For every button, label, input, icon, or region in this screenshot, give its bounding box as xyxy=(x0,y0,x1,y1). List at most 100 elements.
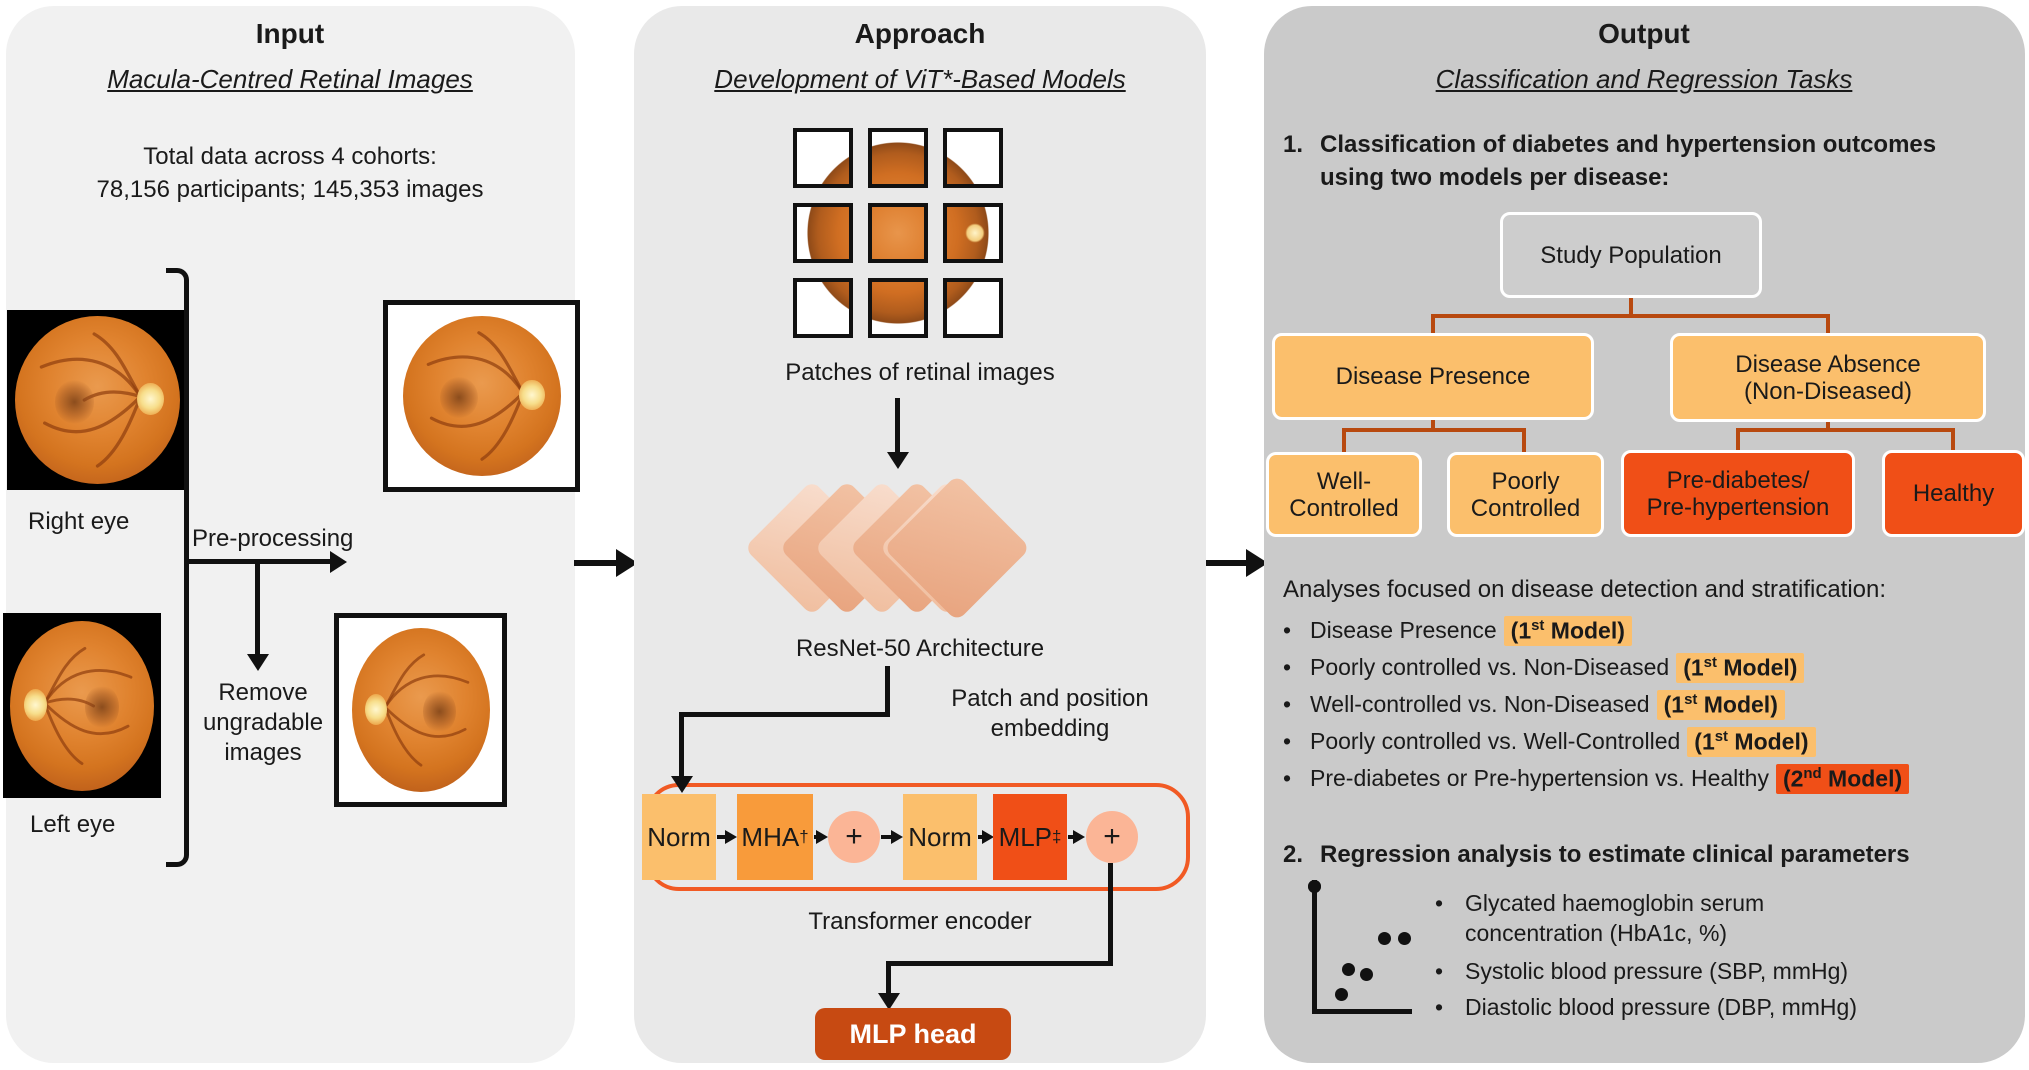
encoder-in-arrowhead-icon xyxy=(671,776,693,793)
bullet-icon: • xyxy=(1283,654,1292,681)
bullet-icon: • xyxy=(1283,728,1292,755)
cohort-total-line1: Total data across 4 cohorts: xyxy=(143,143,437,170)
right-eye-label: Right eye xyxy=(28,508,130,535)
resnet-elbow-line xyxy=(679,712,890,717)
optic-disc xyxy=(519,380,545,411)
encoder-arrowhead-icon xyxy=(982,830,994,844)
input-title: Input xyxy=(255,18,325,49)
patch-tile xyxy=(943,278,1003,338)
tree-node-poorly-controlled: Poorly Controlled xyxy=(1447,452,1604,537)
encoder-arrow-line xyxy=(717,835,725,839)
scatter-x-axis xyxy=(1312,1009,1412,1014)
remove-ungradable-label: Remove ungradable images xyxy=(202,679,324,766)
processed-right-retina xyxy=(402,316,561,476)
tree-connector xyxy=(1629,298,1633,318)
bullet-icon: • xyxy=(1283,617,1292,644)
model-tag: (2nd Model) xyxy=(1775,764,1910,794)
right-eye-image xyxy=(7,310,188,490)
patch-tile xyxy=(793,128,853,188)
input-subtitle: Macula-Centred Retinal Images xyxy=(107,64,473,94)
remove-branch-line xyxy=(255,561,260,656)
model-tag: (1st Model) xyxy=(1656,690,1785,720)
mlp-head-elbow-line xyxy=(886,961,891,995)
macula-spot xyxy=(84,685,120,730)
resnet-elbow-line xyxy=(679,712,684,778)
macula-spot xyxy=(54,379,95,424)
processed-left-eye-image xyxy=(334,613,507,807)
resnet-caption: ResNet-50 Architecture xyxy=(795,635,1045,662)
encoder-norm2-box: Norm xyxy=(903,794,977,880)
encoder-arrowhead-icon xyxy=(1073,830,1085,844)
encoder-add1-circle: + xyxy=(828,811,880,863)
approach-subtitle: Development of ViT*-Based Models xyxy=(714,64,1126,94)
tree-connector xyxy=(1431,420,1435,432)
mlp-head-box: MLP head xyxy=(815,1008,1011,1060)
patch-tile xyxy=(793,203,853,263)
output-title: Output xyxy=(1598,18,1690,49)
scatter-dot xyxy=(1342,963,1355,976)
analysis-bullet: • Pre-diabetes or Pre-hypertension vs. H… xyxy=(1283,764,1910,794)
preprocessing-arrowhead-icon xyxy=(330,551,347,573)
tree-connector xyxy=(1826,314,1830,335)
item2-heading: Regression analysis to estimate clinical… xyxy=(1320,841,1910,868)
output-subtitle: Classification and Regression Tasks xyxy=(1435,64,1853,94)
encoder-add2-circle: + xyxy=(1086,811,1138,863)
embedding-label: Patch and position embedding xyxy=(951,685,1149,742)
bullet-icon: • xyxy=(1435,890,1444,916)
input-to-approach-arrowhead-icon xyxy=(616,549,638,577)
analysis-bullet: • Poorly controlled vs. Well-Controlled … xyxy=(1283,727,1816,757)
patch-tile xyxy=(868,203,928,263)
encoder-arrow-line xyxy=(814,835,816,839)
approach-to-output-arrowhead-icon xyxy=(1246,549,1268,577)
encoder-arrow-line xyxy=(881,835,891,839)
analyses-intro: Analyses focused on disease detection an… xyxy=(1283,576,1887,603)
bullet-icon: • xyxy=(1435,958,1444,984)
resnet-elbow-line xyxy=(885,666,890,716)
tree-connector xyxy=(1342,428,1526,432)
left-eye-label: Left eye xyxy=(30,811,116,838)
mlp-head-arrowhead-icon xyxy=(878,993,900,1010)
retina-patch-grid xyxy=(793,128,1003,338)
macula-spot xyxy=(423,690,457,733)
encoder-arrowhead-icon xyxy=(891,830,903,844)
item1-heading: Classification of diabetes and hypertens… xyxy=(1320,131,1937,191)
input-panel: Input Macula-Centred Retinal Images Tota… xyxy=(6,6,575,1063)
patch-tile xyxy=(793,278,853,338)
scatter-y-axis xyxy=(1312,880,1317,1014)
optic-disc xyxy=(137,383,164,416)
tree-node-prediabetes: Pre-diabetes/ Pre-hypertension xyxy=(1621,450,1855,537)
regression-bullet: • Diastolic blood pressure (DBP, mmHg) xyxy=(1435,994,1857,1020)
approach-title: Approach xyxy=(854,18,986,49)
optic-disc xyxy=(24,688,48,721)
left-eye-image xyxy=(3,613,161,798)
bullet-icon: • xyxy=(1283,691,1292,718)
macula-spot xyxy=(440,376,479,419)
model-tag: (1st Model) xyxy=(1503,616,1632,646)
tree-node-study-population: Study Population xyxy=(1500,212,1762,298)
tree-connector xyxy=(1342,428,1346,454)
item2-number: 2. xyxy=(1283,841,1304,868)
scatter-dot xyxy=(1378,932,1391,945)
retina-vessels-icon xyxy=(383,653,469,767)
bullet-icon: • xyxy=(1283,765,1292,792)
tree-connector xyxy=(1431,314,1435,335)
tree-node-healthy: Healthy xyxy=(1882,450,2025,537)
tree-connector xyxy=(1951,428,1955,452)
grid-to-resnet-arrowhead-icon xyxy=(887,452,909,469)
encoder-arrowhead-icon xyxy=(725,830,737,844)
tree-connector xyxy=(1431,314,1830,318)
grid-to-resnet-arrow-line xyxy=(895,398,900,454)
scatter-dot xyxy=(1308,880,1321,893)
encoder-arrow-line xyxy=(978,835,982,839)
encoder-norm1-box: Norm xyxy=(642,794,716,880)
tree-connector xyxy=(1522,428,1526,454)
tree-connector xyxy=(1826,422,1830,432)
optic-disc xyxy=(365,693,388,725)
right-eye-retina xyxy=(15,316,180,484)
scatter-plot-icon xyxy=(1308,880,1418,1020)
patch-tile xyxy=(943,128,1003,188)
model-tag: (1st Model) xyxy=(1687,727,1816,757)
regression-bullet: • Systolic blood pressure (SBP, mmHg) xyxy=(1435,958,1849,984)
approach-to-output-arrow-line xyxy=(1204,560,1248,566)
